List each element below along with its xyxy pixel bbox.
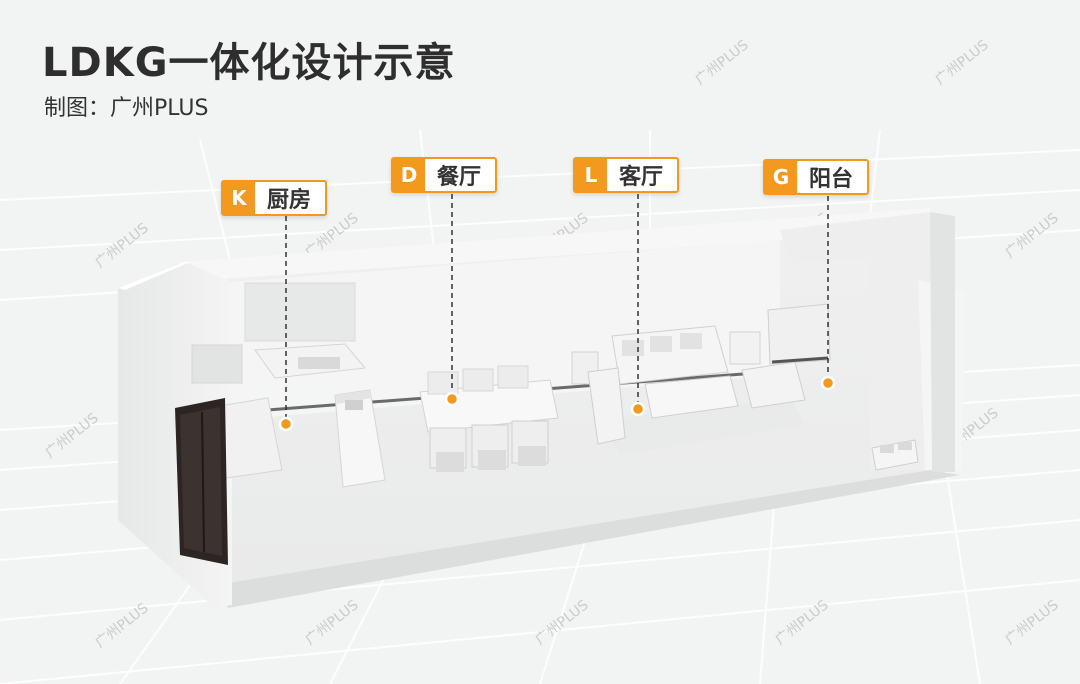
balcony-sink xyxy=(871,439,919,471)
zone-tag-living: L 客厅 xyxy=(573,157,680,193)
zone-label: 餐厅 xyxy=(437,165,482,190)
zone-letter: G xyxy=(765,161,797,193)
dining-area xyxy=(419,365,559,472)
zone-markers xyxy=(278,375,836,432)
zone-label: 阳台 xyxy=(809,167,854,192)
page-subtitle: 制图：广州PLUS xyxy=(44,96,209,121)
zone-tag-balcony: G 阳台 xyxy=(763,159,870,195)
page-title: LDKG一体化设计示意 xyxy=(42,40,456,86)
zone-label: 厨房 xyxy=(267,188,312,213)
balcony-marker-dot xyxy=(820,375,836,391)
right-wall xyxy=(780,212,965,472)
living-marker-dot xyxy=(630,401,646,417)
zone-label: 客厅 xyxy=(619,165,664,190)
zone-letter: L xyxy=(575,159,607,191)
living-area xyxy=(571,303,831,455)
kitchen-marker-dot xyxy=(278,416,294,432)
zone-letter: D xyxy=(393,159,425,191)
kitchen-area xyxy=(175,282,386,565)
zone-tag-kitchen: K 厨房 xyxy=(221,180,328,216)
zone-letter: K xyxy=(223,182,255,214)
leader-lines xyxy=(285,194,829,424)
dining-marker-dot xyxy=(444,391,460,407)
zone-tag-dining: D 餐厅 xyxy=(391,157,498,193)
